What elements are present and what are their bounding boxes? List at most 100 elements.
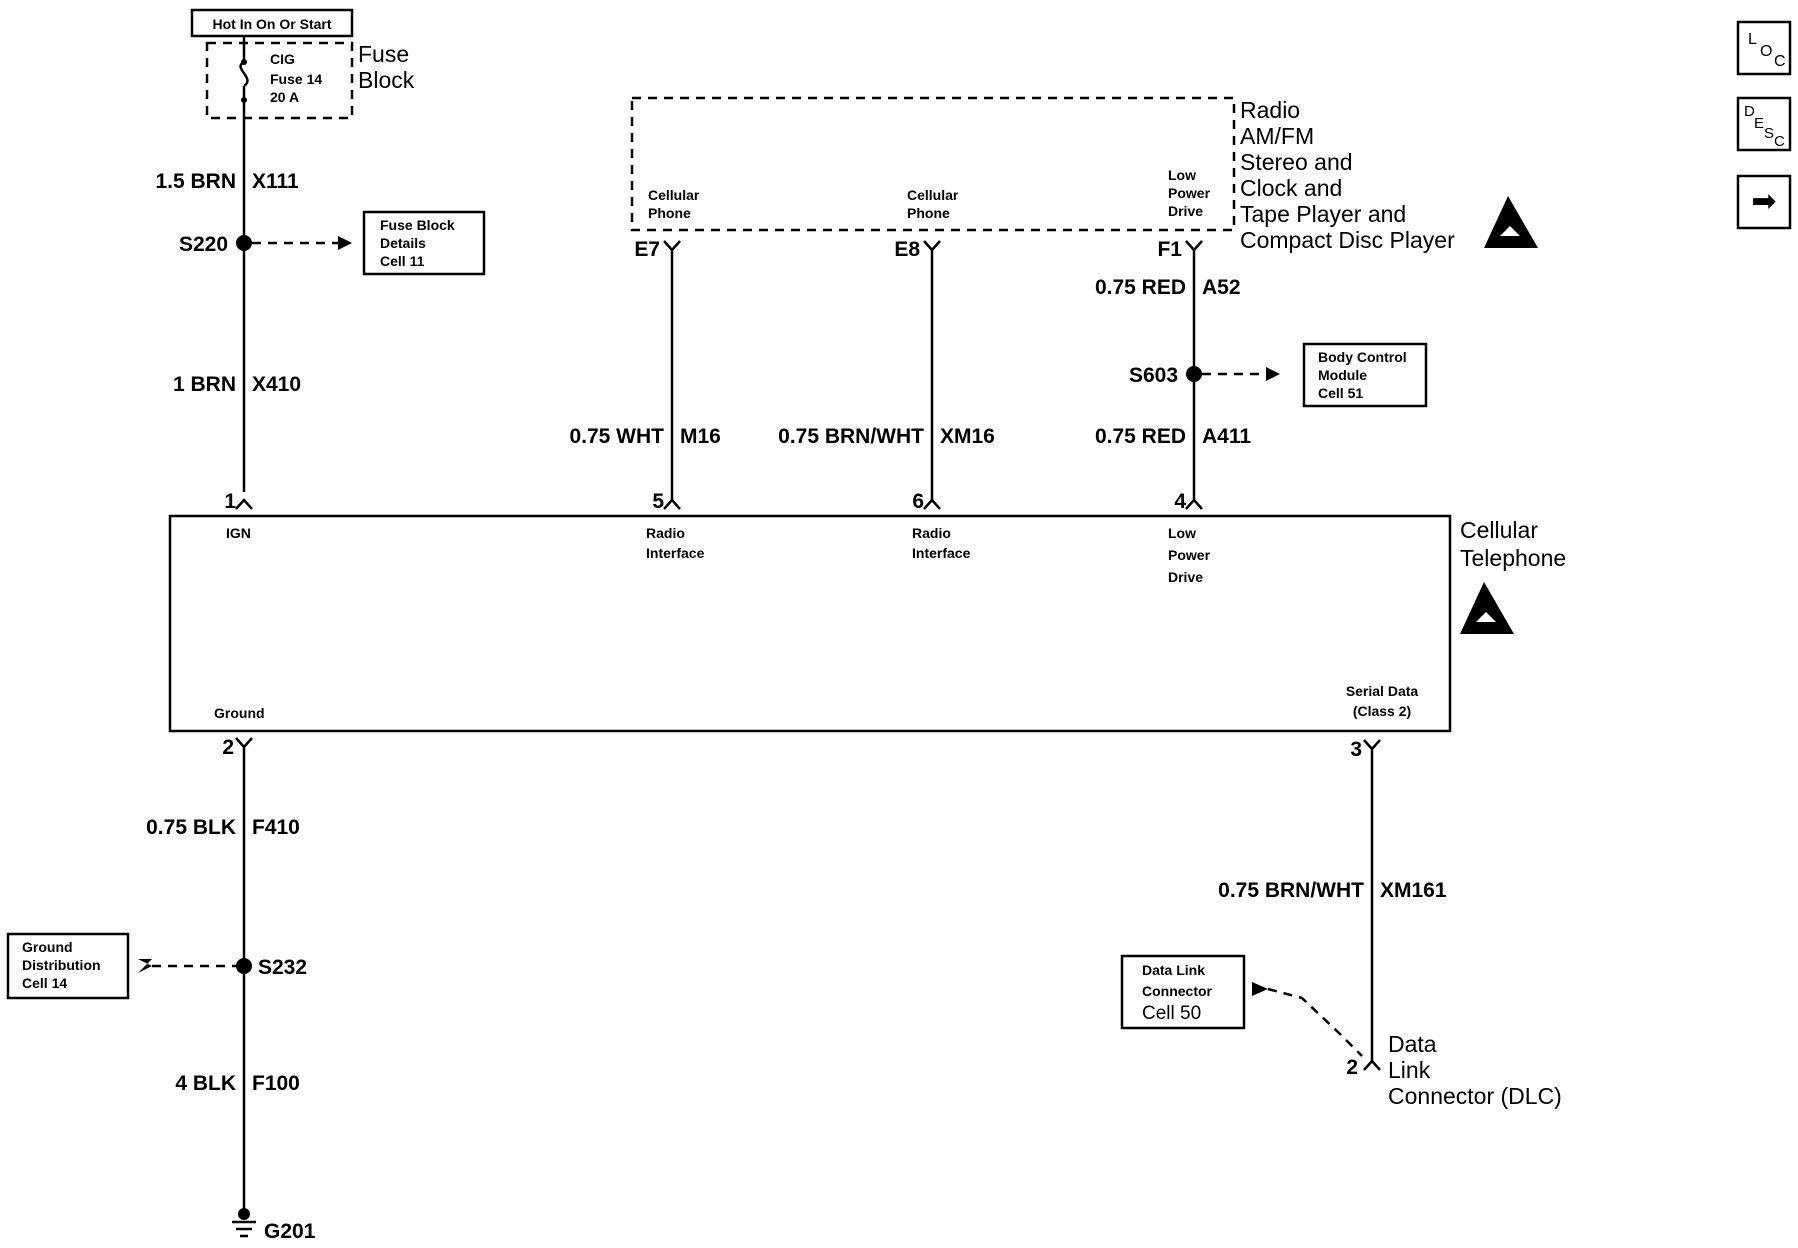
fuse-icon bbox=[239, 60, 249, 88]
fuse-number: Fuse 14 bbox=[270, 71, 322, 87]
svg-text:0.75 BLK: 0.75 BLK bbox=[146, 816, 236, 839]
svg-text:Clock and: Clock and bbox=[1240, 175, 1342, 201]
svg-text:0.75 RED: 0.75 RED bbox=[1095, 276, 1186, 299]
splice-s232-dot bbox=[236, 958, 252, 974]
svg-text:F410: F410 bbox=[252, 816, 300, 839]
svg-text:C: C bbox=[1774, 53, 1786, 70]
svg-text:Radio: Radio bbox=[1240, 97, 1300, 123]
fuse-block-title-1: Fuse bbox=[358, 41, 409, 67]
svg-text:Ground: Ground bbox=[22, 939, 73, 955]
radio-pin-f1: F1 bbox=[1157, 238, 1182, 261]
svg-text:Drive: Drive bbox=[1168, 203, 1203, 219]
svg-text:Cell 11: Cell 11 bbox=[380, 253, 425, 269]
ref-fuse-block-details[interactable]: Fuse Block Details Cell 11 bbox=[362, 210, 486, 276]
splice-s220: S220 bbox=[179, 233, 228, 256]
svg-text:XM161: XM161 bbox=[1380, 879, 1447, 902]
wire-x111-circuit: X111 bbox=[252, 170, 299, 193]
arrow-left-icon bbox=[1252, 982, 1268, 996]
svg-text:Cell 51: Cell 51 bbox=[1318, 385, 1363, 401]
wire-x410-circuit: X410 bbox=[252, 373, 301, 396]
cell-pin-2: 2 bbox=[222, 736, 234, 759]
radio-module: Radio AM/FM Stereo and Clock and Tape Pl… bbox=[630, 96, 1538, 253]
svg-text:C: C bbox=[1774, 133, 1785, 150]
svg-text:M16: M16 bbox=[680, 425, 721, 448]
next-page-button[interactable]: ➡ bbox=[1736, 174, 1792, 230]
svg-text:0.75 WHT: 0.75 WHT bbox=[569, 425, 664, 448]
arrow-right-icon bbox=[338, 236, 352, 250]
arrow-right-icon: ➡ bbox=[1751, 185, 1776, 218]
power-condition-label: Hot In On Or Start bbox=[190, 8, 354, 38]
svg-text:0.75 BRN/WHT: 0.75 BRN/WHT bbox=[1218, 879, 1364, 902]
arrow-right-icon bbox=[1266, 367, 1280, 381]
svg-text:S: S bbox=[1764, 125, 1774, 142]
desc-button[interactable]: D E S C bbox=[1736, 96, 1792, 152]
svg-text:Cellular: Cellular bbox=[907, 187, 959, 203]
svg-text:XM16: XM16 bbox=[940, 425, 995, 448]
svg-text:0.75 BRN/WHT: 0.75 BRN/WHT bbox=[778, 425, 924, 448]
svg-text:Data Link: Data Link bbox=[1142, 962, 1205, 978]
svg-text:Cellular: Cellular bbox=[1460, 517, 1538, 543]
svg-text:Radio: Radio bbox=[646, 525, 685, 541]
fuse-block: CIG Fuse 14 20 A Fuse Block bbox=[205, 36, 415, 120]
svg-text:AM/FM: AM/FM bbox=[1240, 123, 1314, 149]
esd-warning-icon bbox=[1484, 196, 1538, 248]
ref-data-link-connector[interactable]: Data Link Connector Cell 50 bbox=[1120, 954, 1246, 1030]
power-condition-text: Hot In On Or Start bbox=[213, 16, 332, 32]
svg-text:Compact Disc Player: Compact Disc Player bbox=[1240, 227, 1455, 253]
cell-pin-3: 3 bbox=[1350, 738, 1362, 761]
svg-text:Link: Link bbox=[1388, 1057, 1431, 1083]
svg-text:Phone: Phone bbox=[648, 205, 691, 221]
svg-text:Interface: Interface bbox=[646, 545, 705, 561]
svg-text:Low: Low bbox=[1168, 525, 1196, 541]
radio-pin-e8: E8 bbox=[894, 238, 920, 261]
svg-text:Cell 50: Cell 50 bbox=[1142, 1003, 1201, 1024]
cell-pin-5: 5 bbox=[652, 490, 664, 513]
svg-text:D: D bbox=[1744, 103, 1755, 120]
arrow-left-icon bbox=[138, 959, 152, 973]
splice-s220-dot bbox=[236, 235, 252, 251]
svg-text:E: E bbox=[1754, 115, 1764, 132]
esd-warning-icon bbox=[1460, 582, 1514, 634]
ref-ground-distribution[interactable]: Ground Distribution Cell 14 bbox=[6, 932, 130, 1000]
svg-text:Distribution: Distribution bbox=[22, 957, 101, 973]
svg-text:(Class 2): (Class 2) bbox=[1353, 703, 1411, 719]
svg-text:Power: Power bbox=[1168, 547, 1211, 563]
svg-text:F100: F100 bbox=[252, 1072, 300, 1095]
svg-text:Telephone: Telephone bbox=[1460, 545, 1566, 571]
fuse-name: CIG bbox=[270, 51, 295, 67]
cell-pin-1: 1 bbox=[224, 490, 236, 513]
svg-text:A52: A52 bbox=[1202, 276, 1241, 299]
svg-text:Fuse Block: Fuse Block bbox=[380, 217, 455, 233]
wire-x111-gauge: 1.5 BRN bbox=[155, 170, 236, 193]
svg-text:Drive: Drive bbox=[1168, 569, 1203, 585]
svg-text:Phone: Phone bbox=[907, 205, 950, 221]
splice-s603: S603 bbox=[1129, 364, 1178, 387]
ground-g201: G201 bbox=[264, 1220, 316, 1243]
svg-text:Power: Power bbox=[1168, 185, 1211, 201]
svg-text:Ground: Ground bbox=[214, 705, 265, 721]
ground-symbol-icon bbox=[232, 1208, 256, 1238]
svg-text:Data: Data bbox=[1388, 1031, 1437, 1057]
svg-text:Tape Player and: Tape Player and bbox=[1240, 201, 1406, 227]
loc-button[interactable]: L O C bbox=[1736, 20, 1792, 76]
svg-text:Module: Module bbox=[1318, 367, 1367, 383]
svg-text:Connector: Connector bbox=[1142, 983, 1213, 999]
svg-text:L: L bbox=[1748, 31, 1757, 48]
svg-text:Low: Low bbox=[1168, 167, 1196, 183]
svg-text:Interface: Interface bbox=[912, 545, 971, 561]
svg-text:Body Control: Body Control bbox=[1318, 349, 1407, 365]
svg-text:Cellular: Cellular bbox=[648, 187, 700, 203]
svg-text:4 BLK: 4 BLK bbox=[175, 1072, 236, 1095]
cell-pin-6: 6 bbox=[912, 490, 924, 513]
svg-text:Details: Details bbox=[380, 235, 426, 251]
splice-s232: S232 bbox=[258, 956, 307, 979]
fuse-rating: 20 A bbox=[270, 89, 299, 105]
cellular-telephone-module: Cellular Telephone 1 IGN 5 Radio Interfa… bbox=[168, 490, 1566, 733]
svg-text:0.75 RED: 0.75 RED bbox=[1095, 425, 1186, 448]
ref-body-control-module[interactable]: Body Control Module Cell 51 bbox=[1302, 342, 1428, 408]
dlc-pin-2: 2 bbox=[1346, 1056, 1358, 1079]
fuse-block-title-2: Block bbox=[358, 67, 415, 93]
svg-text:Radio: Radio bbox=[912, 525, 951, 541]
svg-text:Serial Data: Serial Data bbox=[1346, 683, 1419, 699]
